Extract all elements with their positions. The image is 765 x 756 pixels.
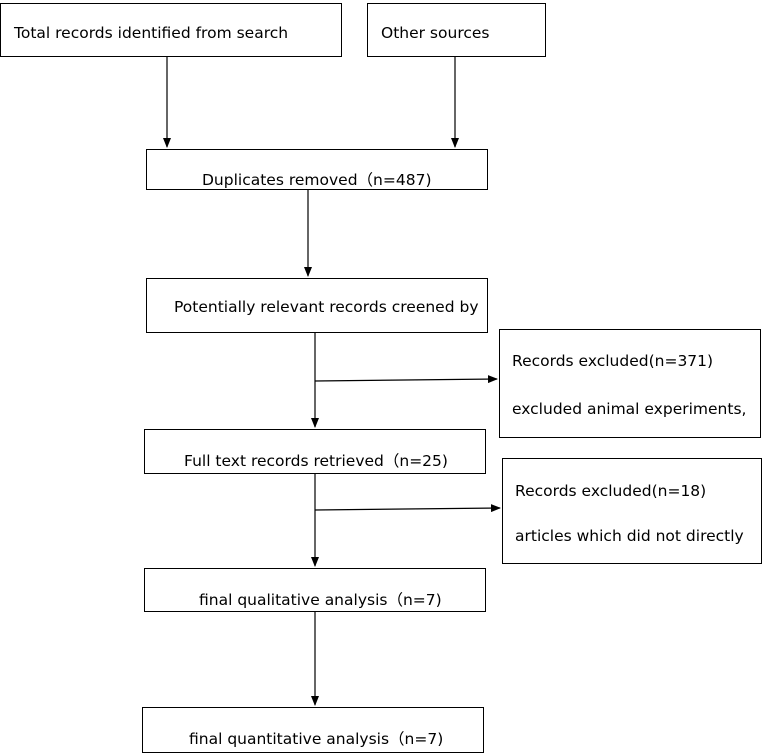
other-sources-label: Other sources (381, 24, 490, 42)
search-records-box (0, 3, 342, 57)
excluded-records-2-reason: articles which did not directly (515, 527, 744, 545)
excluded-records-1-box (499, 329, 761, 438)
excluded-records-1-count: Records excluded(n=371) (512, 352, 714, 370)
screened-records-label: Potentially relevant records creened by (174, 298, 479, 316)
other-sources-box (367, 3, 546, 57)
full-text-label: Full text records retrieved（n=25) (184, 452, 448, 470)
excluded-records-2-count: Records excluded(n=18) (515, 482, 707, 500)
search-records-label: Total records identified from search (14, 24, 289, 42)
excluded-records-2-box (502, 458, 762, 564)
excluded-records-1-reason: excluded animal experiments, (512, 400, 747, 418)
quantitative-analysis-box (142, 707, 484, 753)
quantitative-analysis-label: final quantitative analysis（n=7) (189, 730, 444, 748)
screened-records-box (146, 278, 488, 333)
qualitative-analysis-label: final qualitative analysis（n=7) (199, 591, 442, 609)
duplicates-removed-label: Duplicates removed（n=487) (202, 171, 432, 189)
qualitative-analysis-box (144, 568, 486, 612)
arrow-screened-to-excluded-1 (314, 375, 498, 384)
full-text-box (144, 429, 486, 474)
duplicates-removed-box (146, 149, 488, 190)
arrow-fulltext-to-excluded-2 (314, 504, 501, 513)
